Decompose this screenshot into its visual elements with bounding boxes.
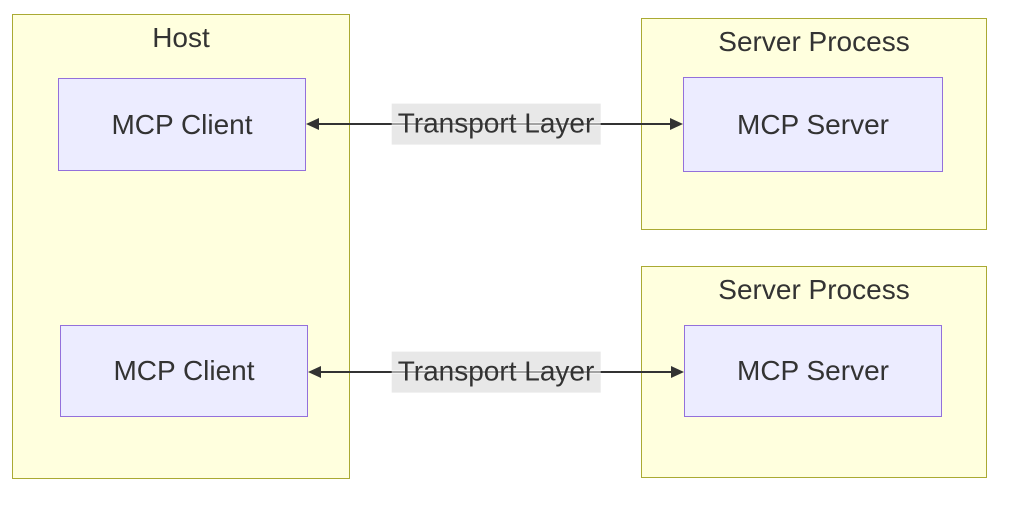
arrowhead-left-icon bbox=[306, 118, 319, 130]
node-mcp-client-2: MCP Client bbox=[60, 325, 308, 417]
arrowhead-right-icon bbox=[670, 118, 683, 130]
node-mcp-server-2: MCP Server bbox=[684, 325, 942, 417]
node-mcp-server-1: MCP Server bbox=[683, 77, 943, 172]
cluster-server-process-1-title: Server Process bbox=[718, 26, 910, 57]
arrowhead-left-icon bbox=[308, 366, 321, 378]
edge-label-transport-1: Transport Layer bbox=[391, 103, 601, 145]
cluster-server-process-2-title: Server Process bbox=[718, 274, 910, 305]
cluster-host-title: Host bbox=[152, 22, 210, 53]
arrowhead-right-icon bbox=[671, 366, 684, 378]
edge-label-transport-2: Transport Layer bbox=[391, 351, 601, 393]
node-mcp-client-1: MCP Client bbox=[58, 78, 306, 171]
